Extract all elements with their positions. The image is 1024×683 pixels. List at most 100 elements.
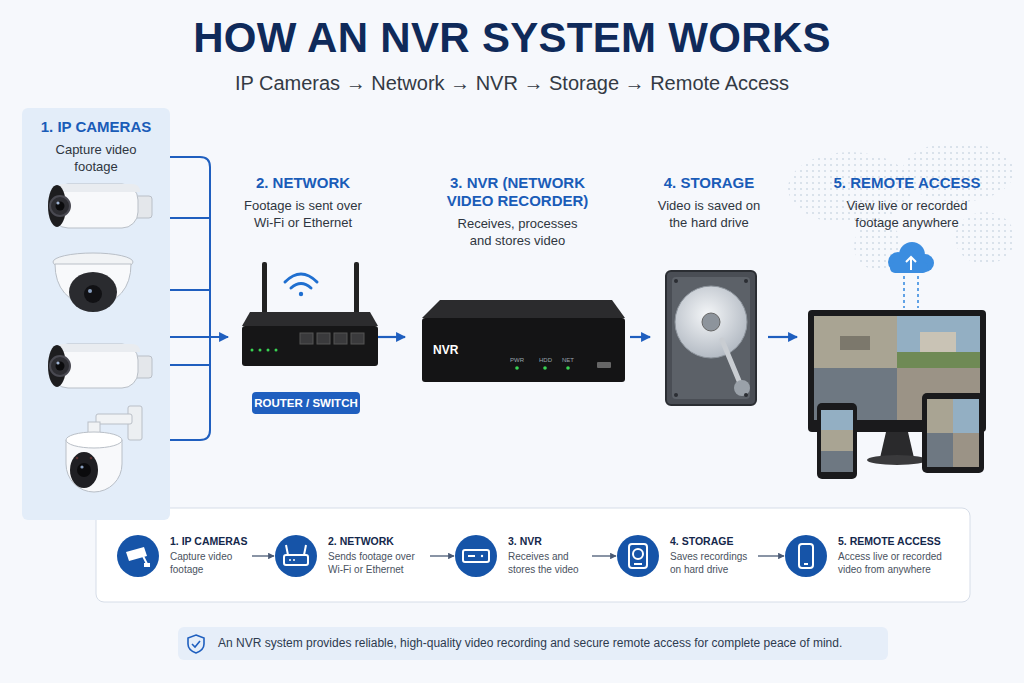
node-body: Saves recordings on hard drive <box>670 550 758 576</box>
cloud-upload <box>888 252 908 272</box>
nvr-device <box>543 366 547 370</box>
monitor-illustration <box>808 310 986 465</box>
node-heading: 3. NVR (NETWORK VIDEO RECORDER) <box>430 174 605 210</box>
router-illustration <box>242 326 378 366</box>
wifi-symbol <box>285 274 317 296</box>
step-icons <box>463 550 489 562</box>
router-illustration <box>262 262 267 316</box>
phone-illustration <box>821 410 853 430</box>
hard-drive <box>722 340 742 388</box>
node-body: Capture video footage <box>170 550 252 576</box>
cloud-upload <box>906 257 916 270</box>
cloud-upload <box>916 254 934 272</box>
cloud-upload <box>904 276 918 308</box>
flow-arrow <box>170 336 228 338</box>
hard-drive <box>666 271 756 405</box>
node-heading: An NVR system provides reliable, high-qu… <box>218 627 888 660</box>
ptz-camera <box>90 457 93 460</box>
ptz-camera <box>66 406 142 492</box>
nvr-device <box>422 300 625 318</box>
hard-drive <box>734 380 750 396</box>
storage-stage: 4. STORAGEVideo is saved on the hard dri… <box>650 172 768 407</box>
step-icons <box>284 555 308 565</box>
nvr-device <box>422 300 625 382</box>
node-heading: 5. REMOTE ACCESS <box>797 174 1017 192</box>
ptz-camera <box>66 440 122 492</box>
summary-step: 2. NETWORKSends footage over Wi-Fi or Et… <box>274 530 430 584</box>
router-illustration <box>354 262 359 316</box>
step-icons <box>634 563 642 565</box>
step-icons <box>144 563 150 567</box>
router-illustration <box>300 333 313 344</box>
camera-wires <box>170 157 210 440</box>
world-map-dots <box>955 212 1015 264</box>
step-icons <box>633 549 643 559</box>
router-illustration <box>317 333 330 344</box>
nvr-device <box>566 366 570 370</box>
router-illustration <box>267 349 270 352</box>
shield-icon <box>192 641 200 647</box>
node-heading: 5. REMOTE ACCESS <box>838 534 962 548</box>
step-icons <box>799 544 813 568</box>
summary-step: 4. STORAGE Saves recordings on hard drive <box>616 530 758 584</box>
nvr-device <box>515 366 519 370</box>
remote-stage: 5. REMOTE ACCESS View live or recorded fo… <box>797 172 1017 477</box>
tablet-illustration <box>922 393 984 473</box>
step-icons <box>617 535 659 577</box>
step-icons <box>126 547 150 567</box>
step-icons <box>804 563 808 565</box>
device-tag: ROUTER / SWITCH <box>252 392 360 414</box>
step-icons <box>117 535 159 577</box>
hard-drive <box>674 279 678 283</box>
node-body: Video is saved on the hard drive <box>653 197 765 231</box>
router-illustration <box>242 312 378 326</box>
wifi-symbol <box>285 274 317 282</box>
node-heading: 4. STORAGE <box>670 534 758 548</box>
step-icons <box>629 544 647 568</box>
device-brand: NVR <box>433 343 458 357</box>
monitor-illustration <box>814 316 897 368</box>
node-body: Receives, processes and stores video <box>450 215 585 249</box>
node-body: View live or recorded footage anywhere <box>835 197 980 231</box>
ptz-camera <box>77 463 91 477</box>
hard-drive <box>702 313 720 331</box>
step-icons <box>468 555 475 557</box>
node-body: Sends footage over Wi-Fi or Ethernet <box>328 550 430 576</box>
bullet-camera <box>48 184 152 228</box>
step-icons <box>275 535 317 577</box>
nvr-device <box>422 318 625 382</box>
step-icons <box>481 555 483 557</box>
hard-drive <box>675 286 747 358</box>
camera-panel: 1. IP CAMERASCapture video footage <box>22 108 170 520</box>
dome-camera <box>84 285 102 303</box>
led-label: HDD <box>539 357 552 364</box>
node-heading: ROUTER / SWITCH <box>252 392 360 414</box>
ptz-camera <box>66 432 122 448</box>
step-icons <box>117 535 827 577</box>
dome-camera <box>69 272 117 312</box>
nvr-device <box>597 362 611 368</box>
router-illustration <box>275 349 278 352</box>
flow-arrow <box>592 555 616 556</box>
flow-arrow <box>252 555 274 556</box>
step-icons <box>284 545 308 565</box>
ptz-camera <box>70 452 98 488</box>
hard-drive <box>666 271 756 405</box>
ptz-camera <box>128 406 142 440</box>
node-heading: 1. IP CAMERAS <box>22 118 170 136</box>
monitor-illustration <box>814 368 897 420</box>
note-banner: An NVR system provides reliable, high-qu… <box>178 627 888 660</box>
shield-icon <box>188 635 204 653</box>
monitor-illustration <box>897 316 980 368</box>
node-heading: 3. NVR <box>508 534 592 548</box>
flow-arrow <box>630 336 650 338</box>
wifi-symbol <box>291 284 311 289</box>
phone-illustration <box>821 430 853 451</box>
monitor-illustration <box>808 310 986 432</box>
node-heading: 1. IP CAMERAS <box>170 534 252 548</box>
step-icons <box>455 535 497 577</box>
camera-wires <box>170 157 210 440</box>
camera-wires <box>170 289 210 291</box>
summary-step: 5. REMOTE ACCESSAccess live or recorded … <box>784 530 962 584</box>
